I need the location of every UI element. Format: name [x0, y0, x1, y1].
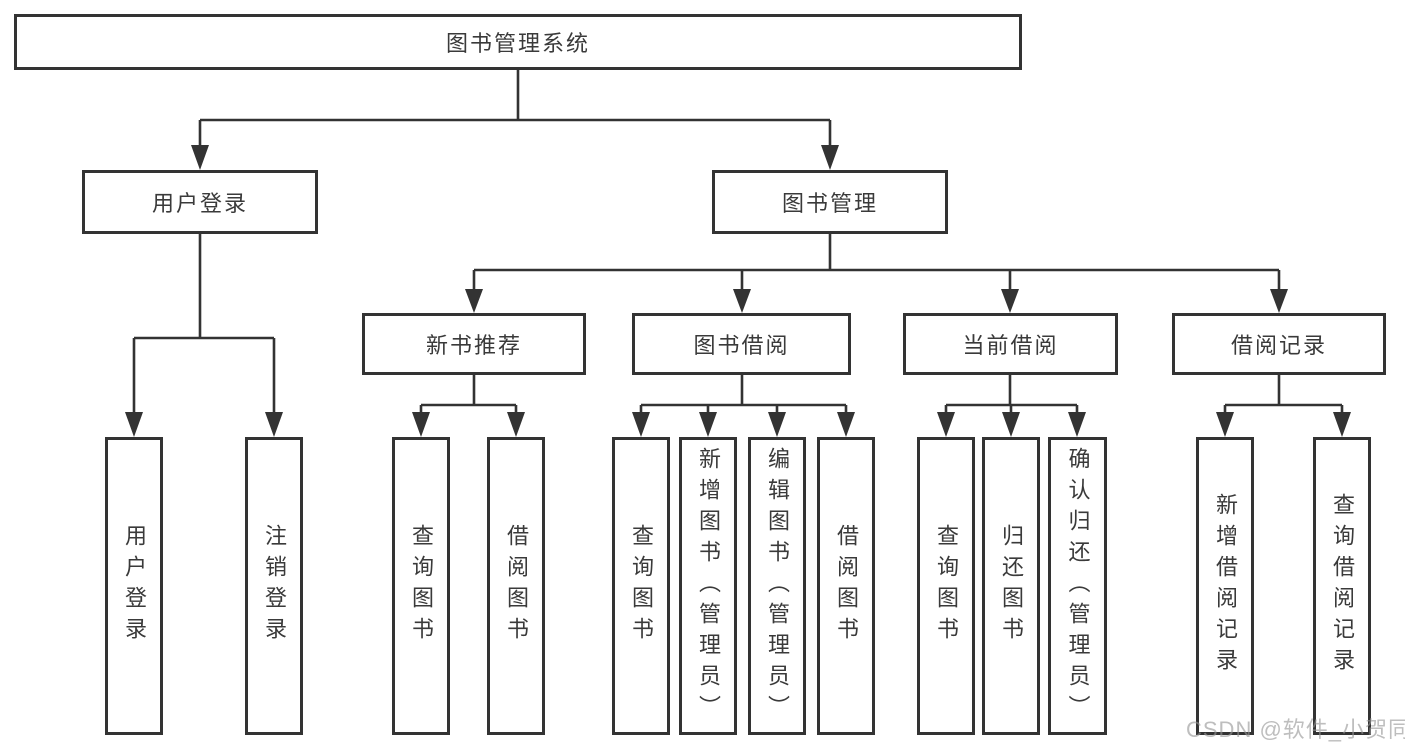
node-book-management: 图书管理: [712, 170, 948, 234]
node-root: 图书管理系统: [14, 14, 1022, 70]
connector-paths: [132, 70, 1344, 416]
node-book-borrow: 图书借阅: [632, 313, 851, 375]
leaf-query-book-borrow: 查询图书: [612, 437, 670, 735]
leaf-user-login: 用户登录: [105, 437, 163, 735]
leaf-query-book-current: 查询图书: [917, 437, 975, 735]
node-new-book-recommend: 新书推荐: [362, 313, 586, 375]
node-current-borrow: 当前借阅: [903, 313, 1118, 375]
leaf-return-book: 归还图书: [982, 437, 1040, 735]
leaf-add-borrow-record: 新增借阅记录: [1196, 437, 1254, 735]
leaf-logout: 注销登录: [245, 437, 303, 735]
node-borrow-records: 借阅记录: [1172, 313, 1386, 375]
leaf-edit-book-admin: 编辑图书（管理员）: [748, 437, 806, 735]
leaf-query-borrow-record: 查询借阅记录: [1313, 437, 1371, 735]
leaf-confirm-return-admin: 确认归还（管理员）: [1048, 437, 1107, 735]
node-user-login: 用户登录: [82, 170, 318, 234]
csdn-watermark: CSDN @软件_小贺同学: [1186, 717, 1405, 742]
arrowheads: [125, 145, 1351, 437]
leaf-query-book-recommend: 查询图书: [392, 437, 450, 735]
leaf-add-book-admin: 新增图书（管理员）: [679, 437, 737, 735]
leaf-borrow-book: 借阅图书: [817, 437, 875, 735]
leaf-borrow-book-recommend: 借阅图书: [487, 437, 545, 735]
